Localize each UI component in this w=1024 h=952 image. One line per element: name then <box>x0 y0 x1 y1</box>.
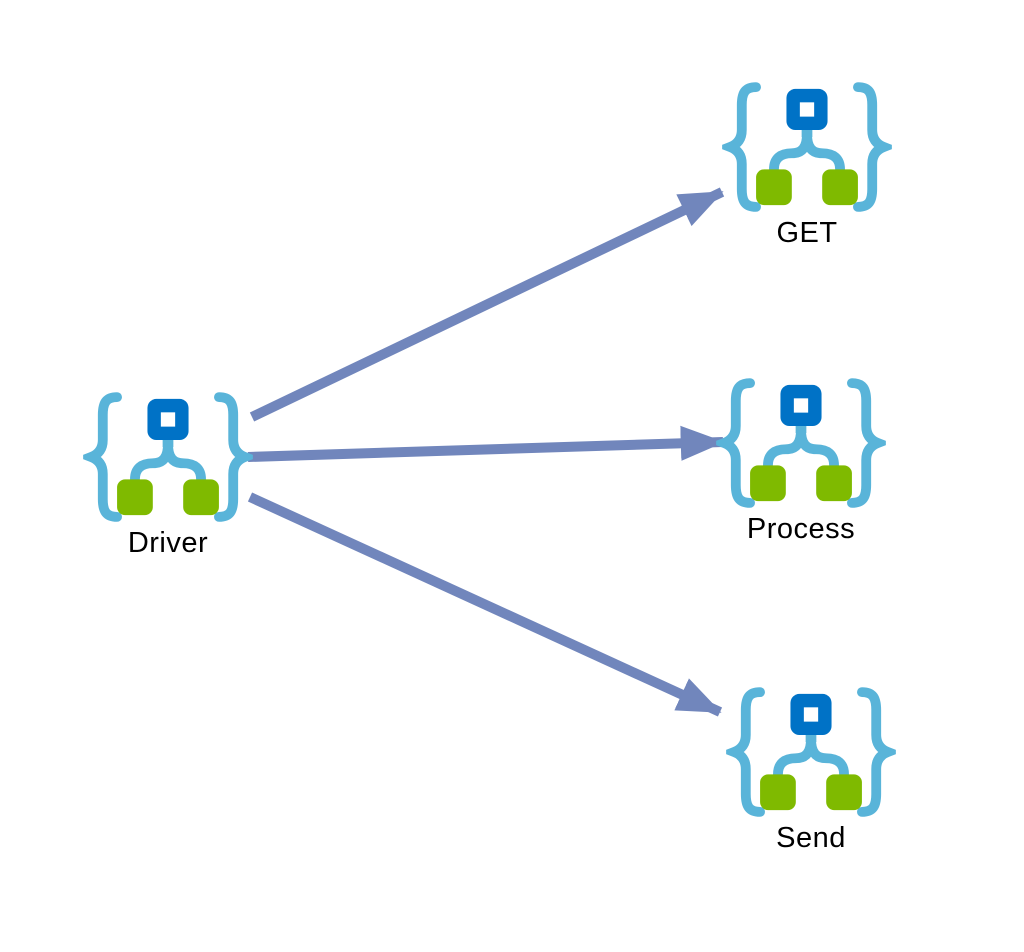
arrow-driver-to-get <box>249 187 725 422</box>
node-get-label: GET <box>776 217 838 249</box>
node-send: Send <box>726 685 896 855</box>
node-process: Process <box>716 376 886 546</box>
node-driver-label: Driver <box>127 527 209 559</box>
node-get: GET <box>722 80 892 250</box>
node-driver: Driver <box>83 390 253 560</box>
braces-workflow-icon <box>716 376 886 510</box>
arrow-driver-to-process <box>247 425 725 462</box>
node-process-label: Process <box>746 513 856 545</box>
braces-workflow-icon <box>83 390 253 524</box>
braces-workflow-icon <box>726 685 896 819</box>
arrow-driver-to-send <box>247 492 723 717</box>
node-send-label: Send <box>776 822 846 854</box>
braces-workflow-icon <box>722 80 892 214</box>
